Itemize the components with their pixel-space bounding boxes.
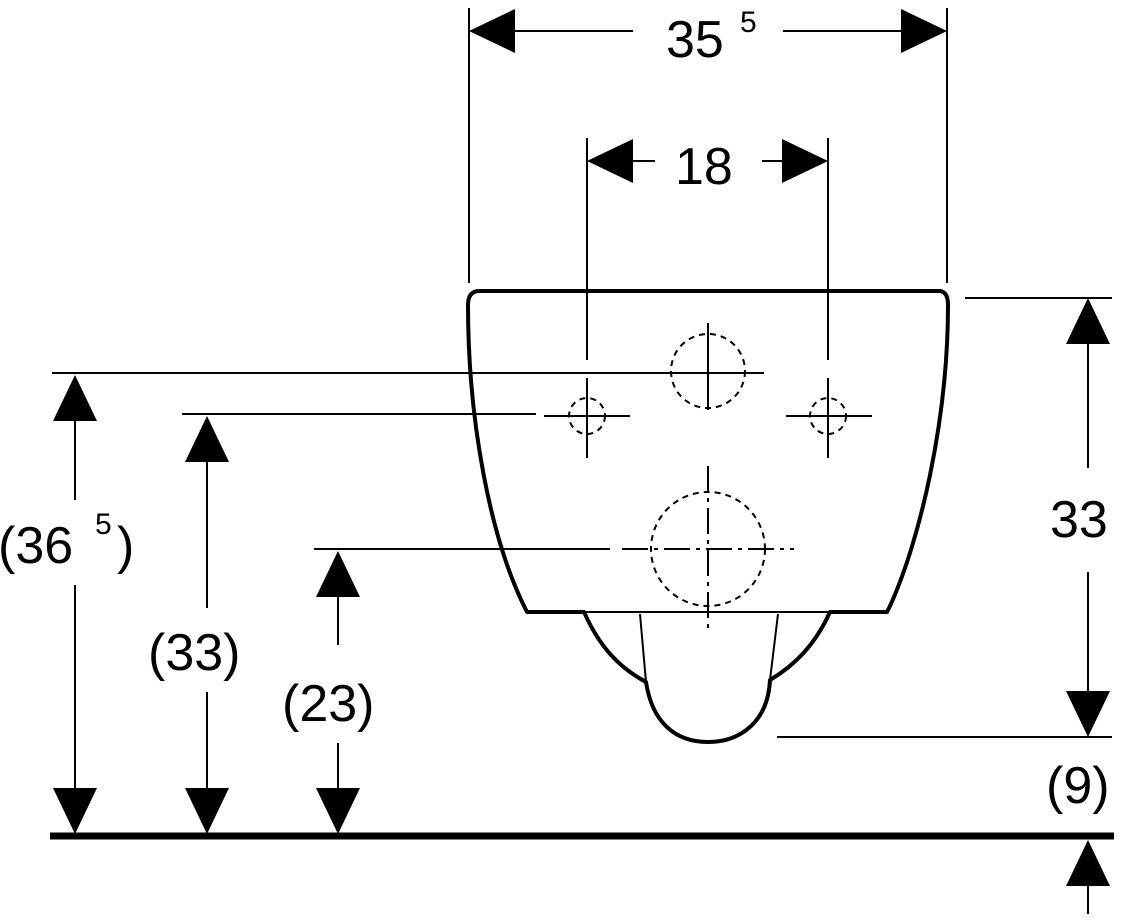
- height-outlet-label: (23): [282, 675, 374, 733]
- height-bolts-label: (33): [148, 624, 240, 682]
- dimension-depth-right: 33: [1050, 298, 1110, 737]
- dimension-bottom-clearance: (9): [1046, 757, 1110, 914]
- outlet-neck-right: [769, 613, 779, 681]
- height-top-superscript: 5: [95, 508, 112, 541]
- height-top-label: (36: [0, 517, 73, 575]
- overall-width-superscript: 5: [740, 6, 757, 39]
- bolt-spacing-label: 18: [675, 138, 733, 196]
- dimension-height-bolts: (33): [148, 416, 240, 834]
- dimension-height-top: (36 5 ): [0, 375, 134, 834]
- height-top-close: ): [117, 517, 134, 575]
- extension-lines: [52, 8, 1112, 738]
- dimension-overall-width: 35 5: [469, 6, 947, 69]
- fixing-holes: [544, 323, 872, 634]
- dimension-height-outlet: (23): [282, 551, 374, 834]
- overall-width-label: 35: [666, 11, 724, 69]
- bottom-clearance-label: (9): [1046, 757, 1110, 815]
- outlet-neck-left: [639, 613, 647, 683]
- dimension-bolt-spacing: 18: [587, 138, 828, 196]
- depth-right-label: 33: [1050, 491, 1108, 549]
